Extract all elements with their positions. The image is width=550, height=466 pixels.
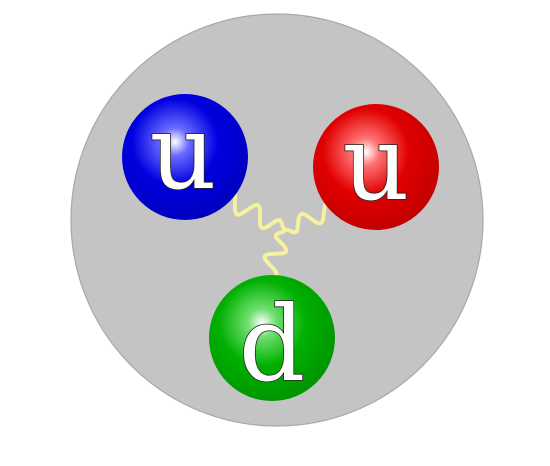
quark-label-u-blue: u: [150, 91, 217, 213]
quark-sphere-green: [209, 275, 335, 401]
quark-sphere-red: [313, 104, 439, 230]
up-quark-blue: u: [122, 90, 248, 220]
quark-label-u-red: u: [343, 102, 410, 224]
up-quark-red: u: [313, 101, 439, 230]
quark-label-d-green: d: [239, 283, 306, 405]
quark-sphere-blue: [122, 94, 248, 220]
down-quark-green: d: [209, 275, 335, 406]
